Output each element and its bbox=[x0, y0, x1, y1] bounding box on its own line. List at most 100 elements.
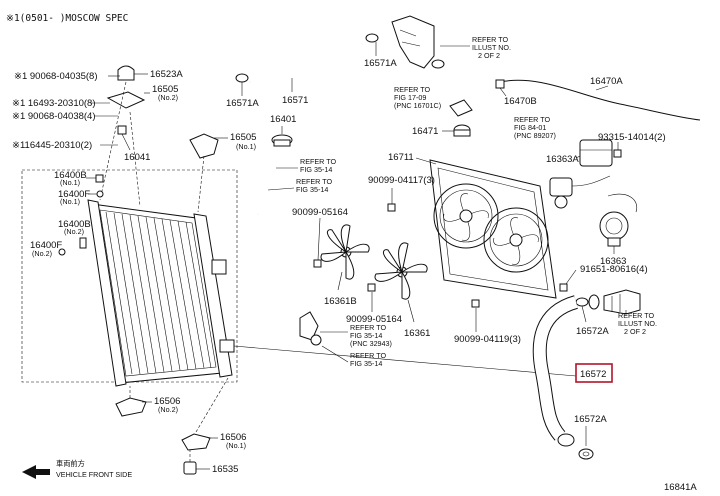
svg-text:FIG 35-14: FIG 35-14 bbox=[350, 359, 382, 368]
svg-text:(No.1): (No.1) bbox=[60, 178, 80, 187]
drain-cock-16400F-no1: 16400F (No.1) bbox=[58, 189, 104, 206]
refer-35-14-d: REFER TO FIG 35-14 bbox=[321, 345, 386, 368]
svg-text:(No.2): (No.2) bbox=[64, 227, 84, 236]
svg-text:90099-05164: 90099-05164 bbox=[346, 314, 402, 325]
wire-harness-16470A: 16470A bbox=[499, 76, 701, 121]
hose-clamp-16572A-lower: 16572A bbox=[574, 414, 607, 460]
fan-motor-16363: 16363 bbox=[599, 193, 638, 267]
svg-text:ILLUST NO.: ILLUST NO. bbox=[618, 319, 657, 328]
label-16041: 16041 bbox=[124, 152, 150, 163]
fan-16361: 16361 bbox=[374, 242, 430, 339]
svg-text:16361B: 16361B bbox=[324, 296, 357, 307]
svg-text:16572A: 16572A bbox=[574, 414, 607, 425]
refer-35-14-a: REFER TO FIG 35-14 bbox=[276, 157, 336, 174]
svg-text:FIG 17-09: FIG 17-09 bbox=[394, 93, 426, 102]
radiator-assembly bbox=[21, 169, 238, 387]
radiator-hose-16572 bbox=[532, 295, 579, 447]
svg-text:16400B: 16400B bbox=[58, 219, 91, 230]
svg-text:16361: 16361 bbox=[404, 328, 430, 339]
overflow-pipe-lower bbox=[299, 311, 322, 346]
label-16571: 16571 bbox=[282, 95, 308, 106]
svg-text:FIG 84-01: FIG 84-01 bbox=[514, 123, 546, 132]
svg-text:(No.1): (No.1) bbox=[236, 142, 256, 151]
water-outlet-housing bbox=[391, 15, 445, 69]
svg-text:93315-14014(2): 93315-14014(2) bbox=[598, 132, 666, 143]
hose-clamp-16571A-top: 16571A bbox=[364, 33, 397, 69]
svg-text:ILLUST NO.: ILLUST NO. bbox=[472, 43, 511, 52]
svg-text:16401: 16401 bbox=[270, 114, 296, 125]
water-inlet-pipe bbox=[588, 289, 641, 315]
header-note: ※1(0501- )MOSCOW SPEC bbox=[6, 13, 128, 24]
hose-clamp-16572A-upper: 16572A bbox=[575, 297, 609, 337]
svg-text:(No.2): (No.2) bbox=[158, 405, 178, 414]
svg-text:REFER TO: REFER TO bbox=[394, 85, 430, 94]
refer-35-14-c: REFER TO FIG 35-14 (PNC 32943) bbox=[320, 323, 392, 348]
drain-cock-16400F-no2: 16400F (No.2) bbox=[30, 240, 66, 258]
radiator-right-tank bbox=[193, 213, 233, 378]
bolt-90099-04119: 90099-04119(3) bbox=[454, 299, 521, 345]
svg-text:(No.1): (No.1) bbox=[60, 197, 80, 206]
svg-text:REFER TO: REFER TO bbox=[618, 311, 654, 320]
svg-text:16506: 16506 bbox=[154, 396, 180, 407]
drain-cock-16400B-no2: 16400B (No.2) bbox=[58, 219, 91, 249]
svg-text:16470B: 16470B bbox=[504, 96, 537, 107]
bolt-90099-05164-b: 90099-05164 bbox=[346, 283, 402, 325]
svg-text:車両前方: 車両前方 bbox=[56, 459, 85, 468]
svg-text:16571A: 16571A bbox=[364, 58, 397, 69]
radiator-support-16523A: 16523A bbox=[117, 65, 183, 81]
svg-text:90099-04117(3): 90099-04117(3) bbox=[368, 175, 435, 186]
fan-16361B: 16361B bbox=[320, 224, 370, 307]
radiator-hose-16571: 16571 bbox=[247, 40, 364, 106]
label-16572[interactable]: 16572 bbox=[580, 369, 606, 380]
svg-text:※1 90068-04038(4): ※1 90068-04038(4) bbox=[12, 111, 96, 122]
svg-text:※116445-20310(2): ※116445-20310(2) bbox=[12, 140, 92, 151]
svg-text:FIG 35-14: FIG 35-14 bbox=[300, 165, 332, 174]
svg-text:16363A: 16363A bbox=[546, 154, 579, 165]
svg-text:FIG 35-14: FIG 35-14 bbox=[296, 185, 328, 194]
bolt-93315-14014: 93315-14014(2) bbox=[598, 132, 666, 158]
svg-text:2 OF 2: 2 OF 2 bbox=[478, 51, 500, 60]
svg-text:(PNC 32943): (PNC 32943) bbox=[350, 339, 392, 348]
bolt-callouts-left: ※1 90068-04035(8) ※1 16493-20310(8) ※1 9… bbox=[12, 71, 120, 151]
bolt-91651-80616: 91651-80616(4) bbox=[559, 264, 648, 292]
wire-bracket-16470B: 16470B bbox=[495, 79, 537, 107]
svg-text:(PNC 89207): (PNC 89207) bbox=[514, 131, 556, 140]
svg-text:(No.2): (No.2) bbox=[158, 93, 178, 102]
svg-text:16363: 16363 bbox=[600, 256, 626, 267]
highlight-box[interactable] bbox=[575, 363, 613, 383]
bolt-90099-04117: 90099-04117(3) bbox=[368, 175, 435, 212]
overflow-hose bbox=[256, 171, 276, 215]
svg-text:(No.2): (No.2) bbox=[32, 249, 52, 258]
svg-text:REFER TO: REFER TO bbox=[514, 115, 550, 124]
svg-text:FIG 35-14: FIG 35-14 bbox=[350, 331, 382, 340]
svg-text:90099-04119(3): 90099-04119(3) bbox=[454, 334, 521, 345]
vehicle-front-arrow: 車両前方 VEHICLE FRONT SIDE bbox=[22, 459, 132, 479]
svg-text:16571A: 16571A bbox=[226, 98, 259, 109]
part-label-16572-highlight[interactable]: 16572 bbox=[575, 363, 613, 383]
svg-text:16470A: 16470A bbox=[590, 76, 623, 87]
svg-text:(No.1): (No.1) bbox=[226, 441, 246, 450]
refer-35-14-b: REFER TO FIG 35-14 bbox=[267, 177, 332, 194]
radiator-upper-inlet bbox=[211, 259, 227, 275]
hose-clamp-16571A-left: 16571A bbox=[226, 73, 259, 109]
relay-16363A: 16363A bbox=[546, 139, 613, 209]
fan-shroud-16711: 16711 bbox=[388, 152, 557, 299]
svg-text:2 OF 2: 2 OF 2 bbox=[624, 327, 646, 336]
svg-text:VEHICLE FRONT SIDE: VEHICLE FRONT SIDE bbox=[56, 470, 132, 479]
radiator-left-tank bbox=[87, 199, 127, 387]
label-16505-no2: 16505 bbox=[152, 84, 178, 95]
svg-text:REFER TO: REFER TO bbox=[350, 351, 386, 360]
label-16523A: 16523A bbox=[150, 69, 183, 80]
radiator-core-fins bbox=[105, 211, 212, 375]
refer-illust-right: REFER TO ILLUST NO. 2 OF 2 bbox=[618, 310, 657, 336]
radiator-group-box bbox=[21, 169, 238, 383]
svg-text:16400F: 16400F bbox=[58, 189, 90, 200]
svg-text:(PNC 16701C): (PNC 16701C) bbox=[394, 101, 441, 110]
svg-text:16400F: 16400F bbox=[30, 240, 62, 251]
svg-text:※1 16493-20310(8): ※1 16493-20310(8) bbox=[12, 98, 96, 109]
radiator-support-16506-no1: 16506 (No.1) bbox=[181, 432, 246, 451]
svg-text:16471: 16471 bbox=[412, 126, 438, 137]
svg-text:16535: 16535 bbox=[212, 464, 238, 475]
svg-text:REFER TO: REFER TO bbox=[300, 157, 336, 166]
